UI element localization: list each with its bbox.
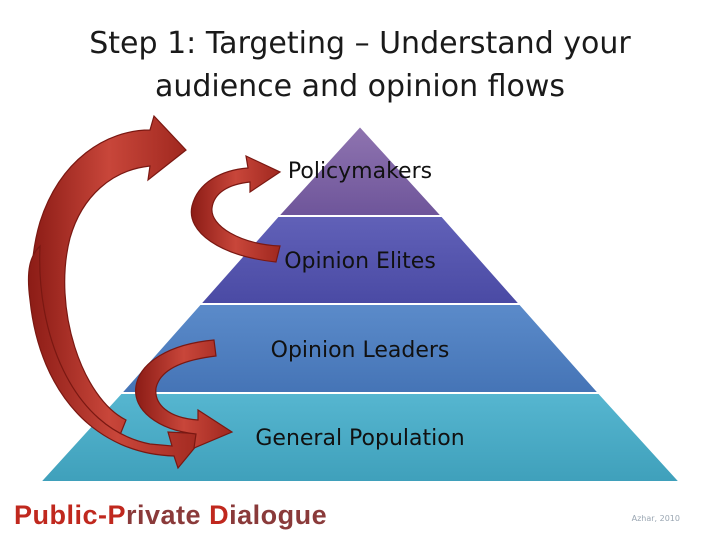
logo-part-3: D xyxy=(209,500,230,530)
public-private-dialogue-logo: Public-Private Dialogue xyxy=(14,500,327,531)
tier-label-general-population: General Population xyxy=(255,426,464,451)
logo-part-1: Public-P xyxy=(14,500,127,530)
logo-part-2: rivate xyxy=(126,500,210,530)
tier-label-opinion-elites: Opinion Elites xyxy=(284,249,436,274)
logo-part-4: ialogue xyxy=(229,500,328,530)
loop-arrow-leaders-to-population-icon xyxy=(135,339,234,449)
loop-arrow-elites-to-policymakers-icon xyxy=(190,154,282,263)
slide-title: Step 1: Targeting – Understand your audi… xyxy=(20,22,700,108)
footer-credit: Azhar, 2010 xyxy=(631,514,680,523)
tier-label-opinion-leaders: Opinion Leaders xyxy=(271,338,450,363)
tier-label-policymakers: Policymakers xyxy=(288,159,432,184)
curved-arrow-down-icon xyxy=(27,244,208,470)
title-line-1: Step 1: Targeting – Understand your xyxy=(89,26,631,61)
title-line-2: audience and opinion flows xyxy=(154,69,566,104)
